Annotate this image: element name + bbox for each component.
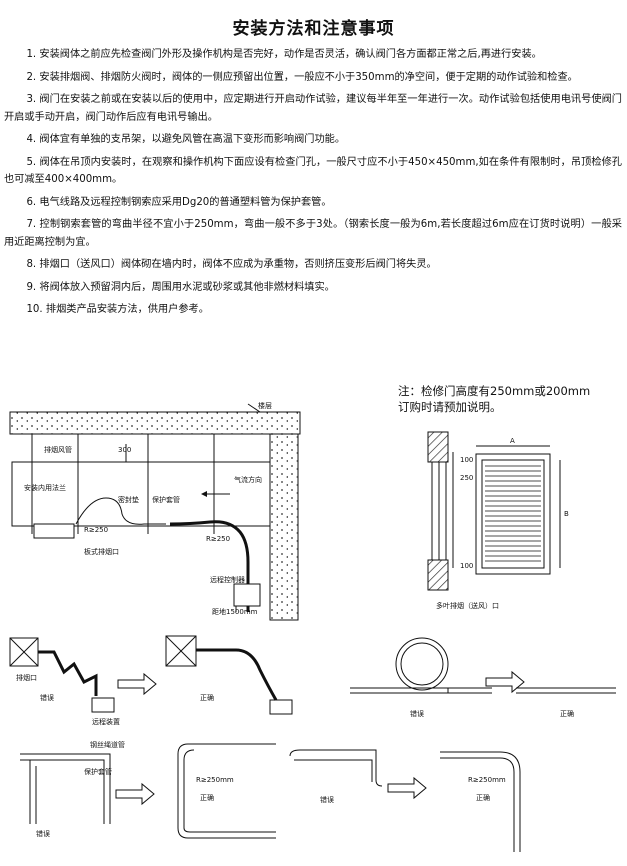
cable-straight: [350, 687, 492, 694]
remote-device-box: [269, 699, 293, 715]
list-item: 9. 将阀体放入预留洞内后，周围用水泥或砂浆或其他非燃材料填实。: [26, 281, 335, 293]
multi-blade-outlet-diagram: [427, 431, 561, 591]
label-wrong: 错误: [36, 829, 50, 838]
label-duct: 排烟风管: [44, 445, 72, 454]
label-dim: 100: [460, 562, 473, 570]
label-dim: 250: [460, 474, 473, 482]
label-right: 正确: [200, 793, 214, 802]
bend-radius-diagram: [20, 743, 521, 852]
label-wrong: 错误: [320, 795, 334, 804]
cable-routing-diagram: [9, 635, 616, 715]
duct-installation-diagram: [9, 403, 301, 621]
label-floor: 楼层: [258, 401, 272, 410]
tube-right-2: [440, 751, 521, 852]
outlet-diagram-labels: A B 100 250 100 多叶排烟（送风）口: [436, 437, 569, 610]
wall-hatch: [427, 431, 449, 463]
list-item: 6. 电气线路及远程控制钢索应采用Dg20的普通塑料管为保护套管。: [26, 196, 332, 208]
list-item: 3. 阀门在安装之前或在安装以后的使用中，应定期进行开启动作试验，建议每半年至一…: [4, 94, 622, 123]
label-cable: 钢丝绳道管: [90, 740, 125, 749]
label-sleeve: 保护套管: [152, 495, 180, 504]
outlet-blades: [485, 465, 541, 562]
label-seal: 密封垫: [118, 495, 139, 504]
label-dim-a: A: [510, 437, 515, 445]
list-item: 10. 排烟类产品安装方法，供用户参考。: [26, 304, 209, 315]
label-right: 正确: [200, 693, 214, 702]
label-radius: R≥250: [84, 526, 108, 534]
tube-wrong-2: [289, 749, 383, 787]
label-remote: 远程控制器: [210, 575, 245, 584]
list-item: 2. 安装排烟阀、排烟防火阀时，阀体的一侧应预留出位置，一般应不小于350mm的…: [26, 71, 578, 83]
remote-device-box: [91, 697, 115, 713]
list-item: 7. 控制钢索套管的弯曲半径不宜小于250mm，弯曲一般不多于3处。（钢索长度一…: [4, 219, 622, 248]
label-remote: 远程装置: [92, 717, 120, 726]
label-radius: R≥250mm: [196, 776, 234, 784]
label-height: 距地1500mm: [212, 607, 258, 616]
cable-routing-labels: 排烟口 错误 远程装置 正确 错误 正确: [16, 673, 574, 726]
wall-hatch: [427, 559, 449, 591]
page-title: 安装方法和注意事项: [232, 19, 395, 39]
note: 注：检修门高度有250mm或200mm 订购时请预加说明。: [398, 383, 590, 415]
label-outlet: 板式排烟口: [84, 547, 119, 556]
protective-sleeve: [75, 497, 166, 525]
list-item: 4. 阀体宜有单独的支吊架，以避免风管在高温下变形而影响阀门功能。: [26, 134, 346, 145]
label-sleeve: 保护套管: [84, 767, 112, 776]
label-wrong: 错误: [40, 693, 54, 702]
note-line: 订购时请预加说明。: [398, 400, 502, 414]
cable-wrong: [38, 650, 98, 696]
label-airflow: 气流方向: [234, 475, 262, 484]
duct-diagram-labels: 楼层 排烟风管 300 安装内用法兰 密封垫 保护套管 气流方向 R≥250 R…: [24, 401, 272, 616]
label-flange: 安装内用法兰: [24, 483, 66, 492]
tube-wrong: [20, 753, 111, 824]
remote-controller: [233, 583, 261, 607]
tube-right: [177, 754, 185, 828]
list-item: 5. 阀体在吊顶内安装时，在观察和操作机构下面应设有检查门孔，一般尺寸应不小于4…: [4, 156, 622, 186]
label-dim300: 300: [118, 446, 131, 454]
valve-body: [33, 523, 75, 539]
leader-line: [247, 403, 261, 413]
label-dim: 100: [460, 456, 473, 464]
label-right: 正确: [476, 793, 490, 802]
arrow-right: [485, 670, 525, 694]
list-item: 1. 安装阀体之前应先检查阀门外形及操作机构是否完好，动作是否灵活，确认阀门各方…: [26, 49, 542, 60]
instruction-list: 1. 安装阀体之前应先检查阀门外形及操作机构是否完好，动作是否灵活，确认阀门各方…: [4, 46, 622, 324]
label-radius: R≥250: [206, 535, 230, 543]
label-right: 正确: [560, 709, 574, 718]
cable-right: [196, 648, 278, 701]
cable-straight-right: [516, 687, 616, 694]
arrow-right: [115, 782, 155, 806]
control-cable: [169, 520, 250, 612]
ceiling-slab: [9, 411, 301, 435]
cable-loop: [395, 637, 449, 691]
arrow-right: [387, 776, 427, 800]
bend-radius-labels: 钢丝绳道管 保护套管 错误 R≥250mm 正确 错误 R≥250mm 正确: [36, 740, 506, 838]
outlet-frame: [475, 453, 551, 575]
label-radius: R≥250mm: [468, 776, 506, 784]
list-item: 8. 排烟口（送风口）阀体砌在墙内时，阀体不应成为承重物，否则挤压变形后阀门将失…: [26, 259, 437, 270]
label-dim-b: B: [564, 510, 569, 518]
arrow-right: [117, 672, 157, 696]
outlet-inner-frame: [481, 459, 545, 569]
smoke-duct: [11, 461, 271, 527]
note-line: 注：检修门高度有250mm或200mm: [398, 384, 591, 398]
label-outlet: 排烟口: [16, 673, 37, 682]
label-outlet-caption: 多叶排烟（送风）口: [436, 601, 499, 610]
wall: [269, 433, 299, 621]
label-wrong: 错误: [410, 709, 424, 718]
